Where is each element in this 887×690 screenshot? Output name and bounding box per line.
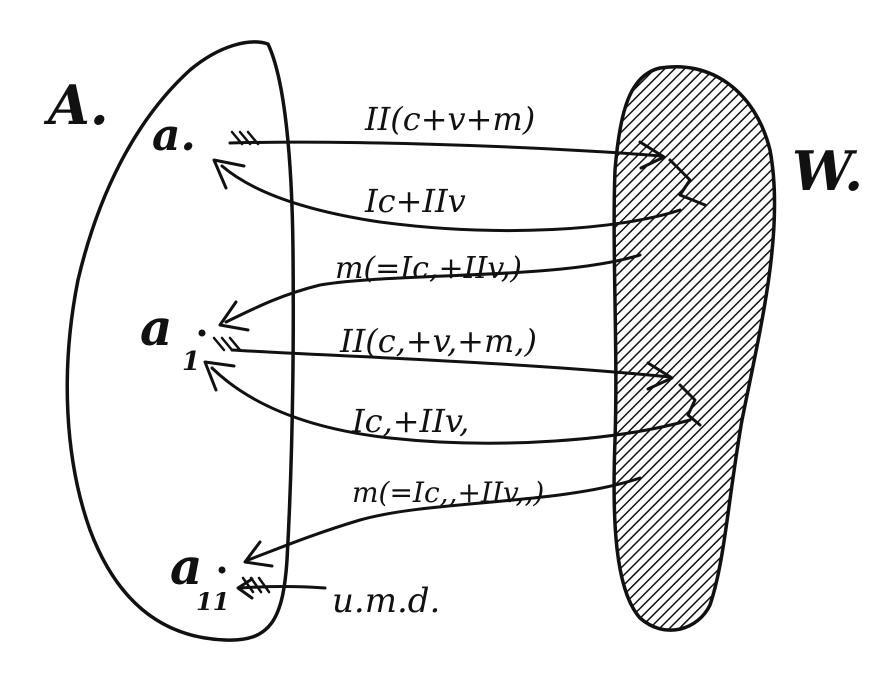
node-a11: a [170,537,202,596]
flow-label-6: m(=Ic,,+IIv,,) [352,476,544,509]
tail-feather-a1 [212,336,242,352]
flow-arrow-5-head [203,360,236,392]
flow-label-2: Ic+IIv [364,182,466,220]
tail-feather-a11 [241,576,271,594]
flow-arrow-2 [220,164,682,232]
flow-arrow-5 [210,366,692,445]
flow-label-4: II(c,+v,+m,) [339,322,537,360]
flow-arrow-3-head [218,300,250,332]
flow-arrow-3 [224,253,642,324]
node-a11-dot [218,566,226,574]
region-label-w: W. [792,139,863,203]
flow-arrow-1-head [638,140,666,170]
node-a1: a [140,298,172,357]
flow-arrow-4-head [646,361,674,391]
node-a: a. [152,110,196,161]
flow-arrow-6 [246,476,642,562]
w-mark-upper [668,158,707,207]
flow-arrow-1 [228,140,664,158]
region-label-a: A. [43,73,109,137]
flow-label-3: m(=Ic,+IIv,) [335,251,522,286]
node-a1-subscript: 1 [182,347,200,377]
flow-arrow-6-head [243,540,274,568]
flow-label-1: II(c+v+m) [364,100,535,138]
flow-arrow-4 [230,348,672,379]
node-a11-subscript: 11 [196,587,229,616]
flow-label-5: Ic,+IIv, [351,402,469,440]
continuation-arrow [238,585,327,590]
region-a-outline [65,40,295,642]
node-a1-dot [198,329,206,337]
flow-arrow-2-head [212,158,246,190]
w-mark-lower [678,383,702,427]
region-w-hatched [612,65,777,632]
continuation-label: u.m.d. [332,581,440,621]
tail-feather-a [230,130,260,146]
